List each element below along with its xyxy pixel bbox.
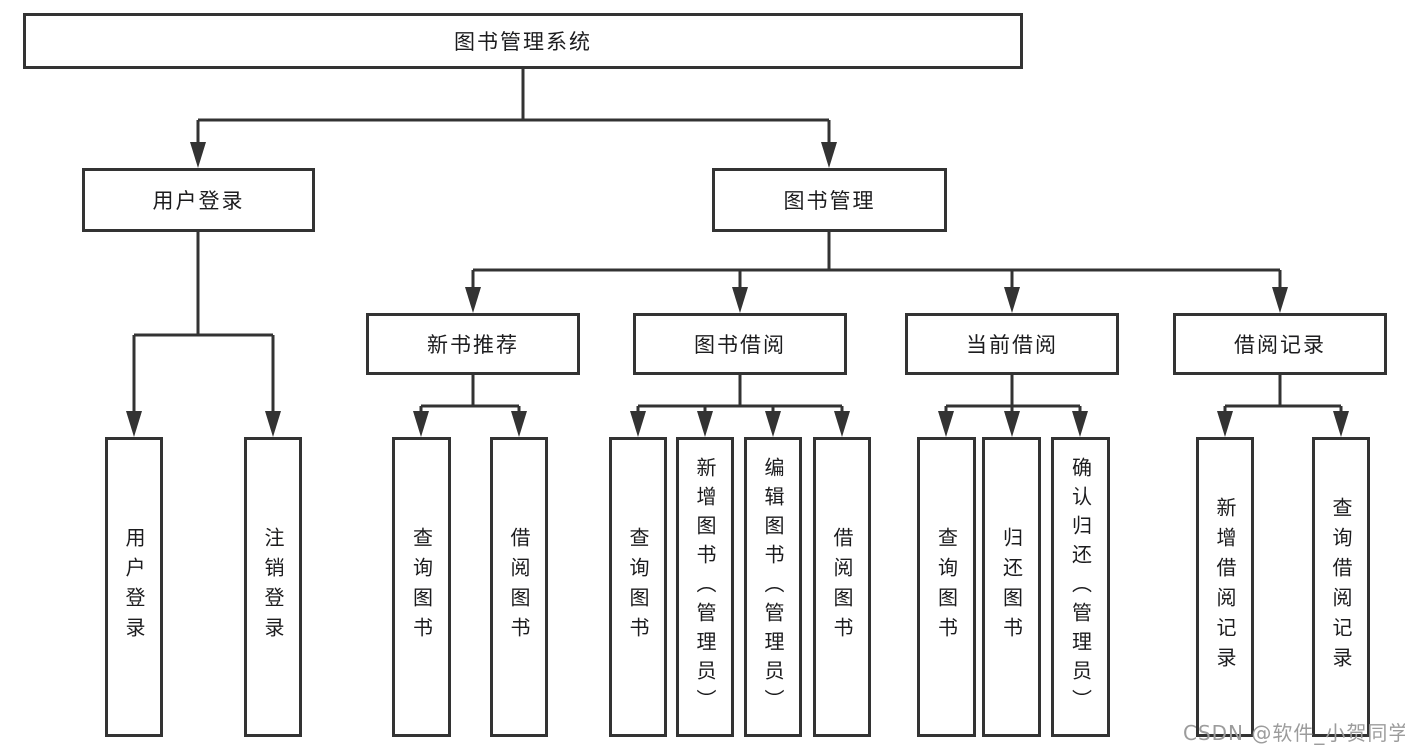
leaf-borrow-books-recommend: 借阅图书 — [490, 437, 548, 737]
node-root: 图书管理系统 — [23, 13, 1023, 69]
connector-current-borrow-children — [938, 375, 1088, 437]
leaf-query-books-current: 查询图书 — [917, 437, 976, 737]
leaf-query-books-current-label: 查询图书 — [934, 527, 959, 647]
node-book-borrow: 图书借阅 — [633, 313, 847, 375]
leaf-user-login: 用户登录 — [105, 437, 163, 737]
leaf-query-borrow-record: 查询借阅记录 — [1312, 437, 1370, 737]
leaf-add-book-admin-label: 新增图书（管理员） — [693, 456, 717, 718]
leaf-query-borrow-record-label: 查询借阅记录 — [1329, 497, 1353, 677]
leaf-edit-book-admin: 编辑图书（管理员） — [744, 437, 802, 737]
leaf-query-books-borrow-label: 查询图书 — [626, 527, 650, 647]
connector-book-mgmt-to-level3 — [465, 232, 1288, 313]
leaf-confirm-return-admin: 确认归还（管理员） — [1051, 437, 1110, 737]
leaf-query-books-recommend: 查询图书 — [392, 437, 451, 737]
leaf-confirm-return-admin-label: 确认归还（管理员） — [1068, 456, 1093, 718]
leaf-logout: 注销登录 — [244, 437, 302, 737]
node-current-borrow: 当前借阅 — [905, 313, 1119, 375]
node-current-borrow-label: 当前借阅 — [966, 333, 1058, 357]
leaf-query-books-borrow: 查询图书 — [609, 437, 667, 737]
connector-borrow-records-children — [1217, 375, 1349, 437]
node-new-book-recommend: 新书推荐 — [366, 313, 580, 375]
leaf-add-borrow-record-label: 新增借阅记录 — [1213, 497, 1237, 677]
node-borrow-records-label: 借阅记录 — [1234, 333, 1326, 357]
connector-root-to-level2 — [190, 68, 837, 168]
node-book-mgmt: 图书管理 — [712, 168, 947, 232]
node-user-login: 用户登录 — [82, 168, 315, 232]
connector-book-borrow-children — [630, 375, 850, 437]
leaf-return-book: 归还图书 — [982, 437, 1041, 737]
leaf-return-book-label: 归还图书 — [999, 527, 1024, 647]
node-new-book-recommend-label: 新书推荐 — [427, 333, 519, 357]
leaf-edit-book-admin-label: 编辑图书（管理员） — [761, 456, 785, 718]
node-borrow-records: 借阅记录 — [1173, 313, 1387, 375]
leaf-add-borrow-record: 新增借阅记录 — [1196, 437, 1254, 737]
node-user-login-label: 用户登录 — [152, 189, 245, 213]
node-book-mgmt-label: 图书管理 — [783, 189, 876, 213]
leaf-borrow-books: 借阅图书 — [813, 437, 871, 737]
watermark: CSDN @软件_小贺同学 — [1183, 721, 1405, 745]
connector-user-login-children — [126, 232, 281, 437]
leaf-borrow-books-label: 借阅图书 — [830, 527, 854, 647]
connector-new-book-children — [413, 375, 527, 437]
leaf-logout-label: 注销登录 — [261, 527, 285, 647]
node-book-borrow-label: 图书借阅 — [694, 333, 786, 357]
leaf-add-book-admin: 新增图书（管理员） — [676, 437, 734, 737]
node-root-label: 图书管理系统 — [454, 30, 592, 54]
leaf-user-login-label: 用户登录 — [122, 527, 146, 647]
leaf-borrow-books-recommend-label: 借阅图书 — [507, 527, 531, 647]
leaf-query-books-recommend-label: 查询图书 — [409, 527, 434, 647]
